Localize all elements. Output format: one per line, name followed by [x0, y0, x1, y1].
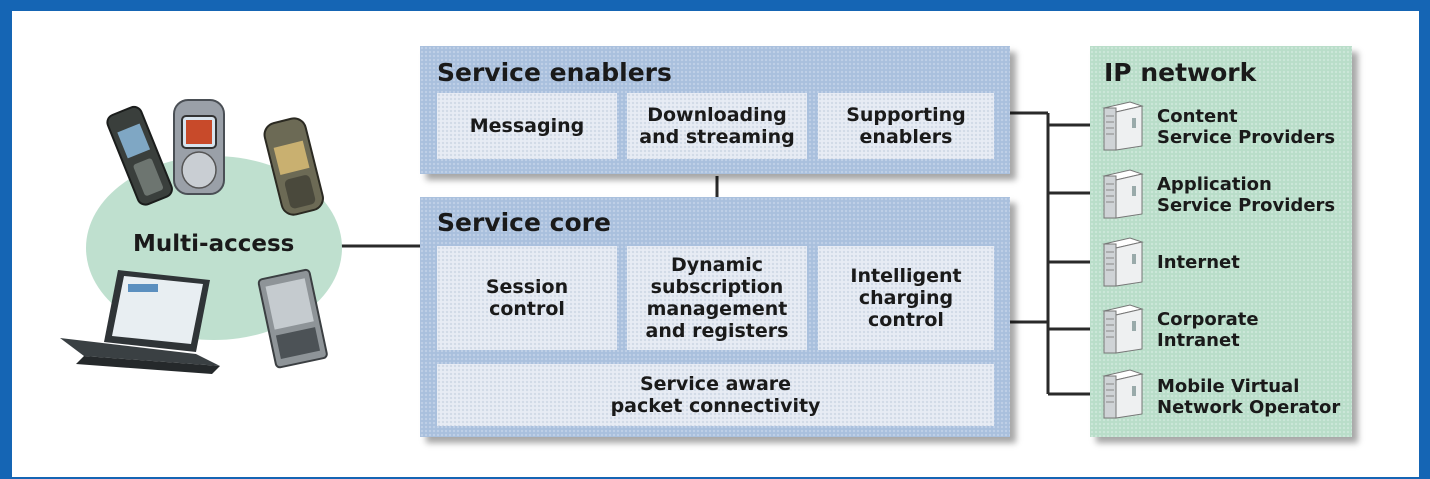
data-card-icon [257, 268, 328, 369]
ip-corporate-intranet: Corporate Intranet [1157, 309, 1259, 351]
multi-access-label: Multi-access [133, 231, 295, 257]
enabler-downloading-streaming: Downloading and streaming [627, 93, 807, 159]
core-intelligent-charging: Intelligent charging control [818, 246, 994, 350]
server-icon [1103, 169, 1143, 219]
core-session-control: Session control [437, 246, 617, 350]
service-core-title: Service core [437, 208, 611, 237]
service-enablers-title: Service enablers [437, 58, 672, 87]
mobile-phone-icon [173, 99, 225, 195]
ip-content-service-providers: Content Service Providers [1157, 106, 1336, 148]
ip-internet: Internet [1157, 252, 1240, 273]
core-dynamic-subscription: Dynamic subscription management and regi… [627, 246, 807, 350]
laptop-icon [60, 270, 220, 374]
mobile-phone-icon [106, 105, 173, 206]
core-packet-connectivity: Service aware packet connectivity [437, 364, 994, 426]
server-icon [1103, 237, 1143, 287]
enabler-supporting: Supporting enablers [818, 93, 994, 159]
ip-mvno: Mobile Virtual Network Operator [1157, 376, 1341, 418]
ip-application-service-providers: Application Service Providers [1157, 174, 1336, 216]
server-icon [1103, 369, 1143, 419]
mobile-phone-icon [263, 117, 324, 216]
server-icon [1103, 304, 1143, 354]
enabler-messaging: Messaging [437, 93, 617, 159]
ip-network-title: IP network [1104, 58, 1257, 87]
server-icon [1103, 101, 1143, 151]
